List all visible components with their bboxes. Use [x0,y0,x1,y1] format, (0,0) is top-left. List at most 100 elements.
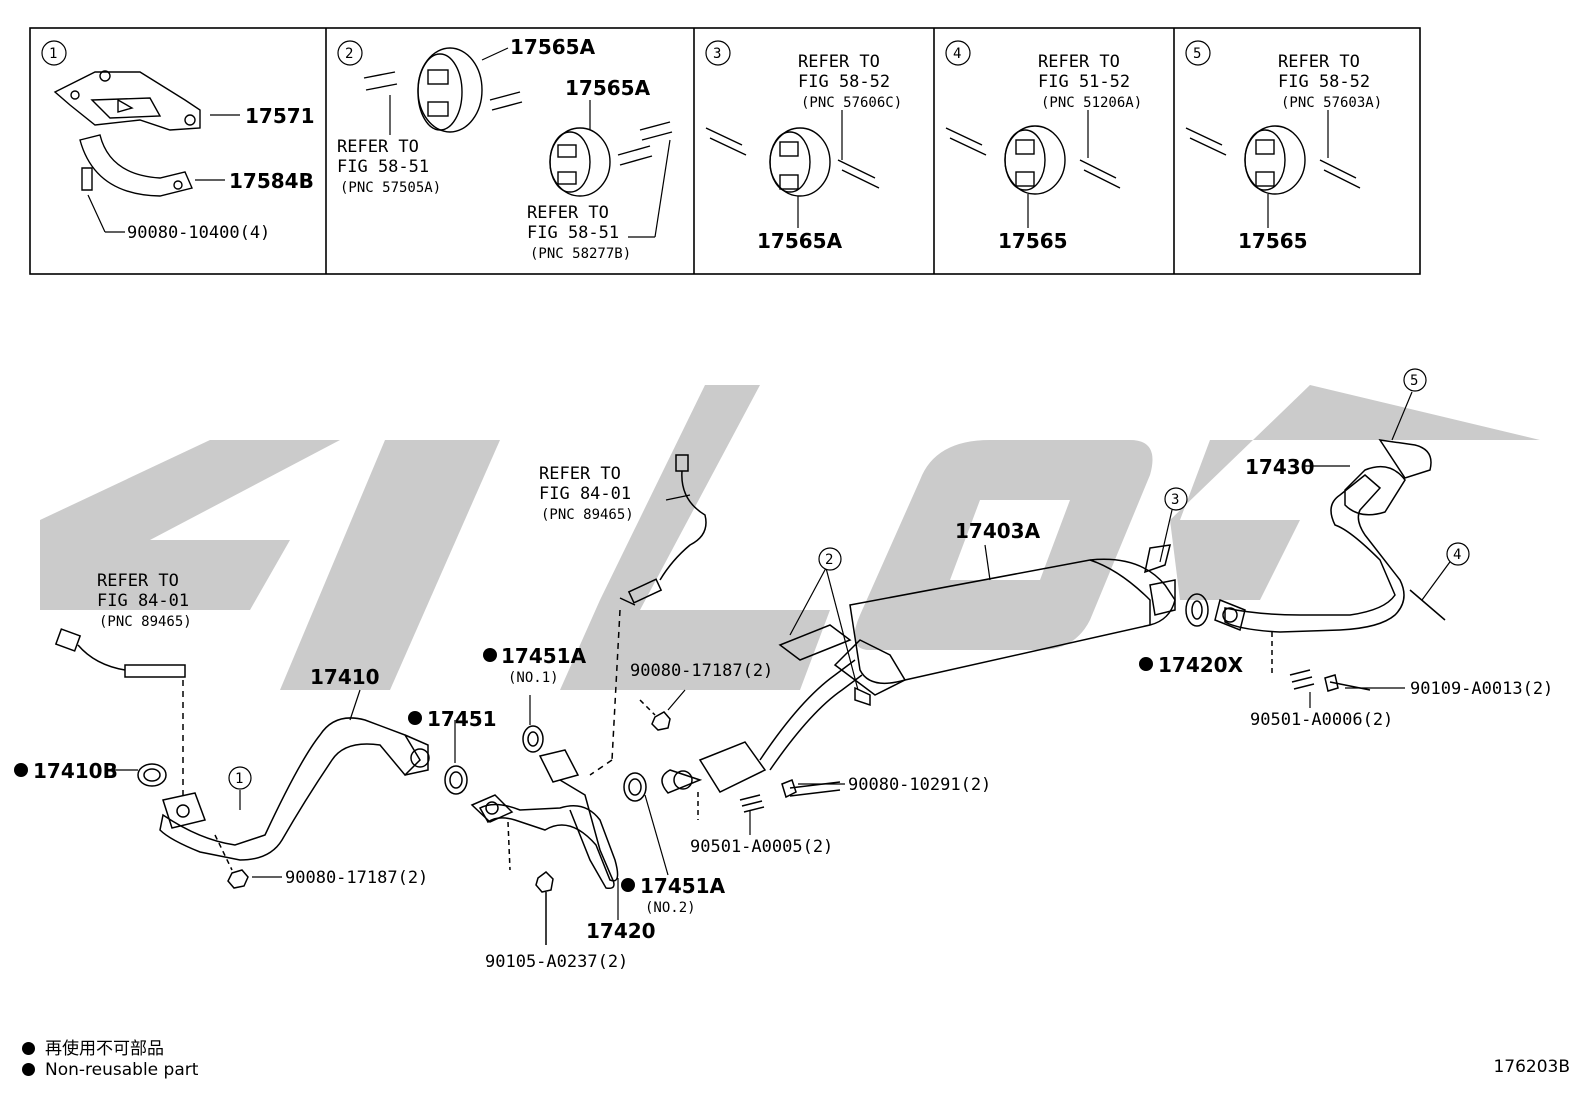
hanger-17565A-right-drawing [549,127,611,197]
part-17565A-top-label: 17565A [510,35,596,59]
tail-pipe-17430 [1224,474,1405,633]
bolt-90105-A0237-label: 90105-A0237(2) [485,952,628,972]
center-pipe-17420 [478,803,619,882]
hanger-panel5-drawing [1185,125,1361,195]
ref-58-51-b-line1: REFER TO [527,203,609,223]
bolt-90080-10400-label: 90080-10400(4) [127,223,270,243]
bolt-90105-A0237 [535,871,554,893]
callout-5: 5 [1410,373,1418,389]
non-reusable-dot [621,878,635,892]
ref-51-52-line1: REFER TO [1038,52,1120,72]
panel-1: 1 17571 17584B 90080-10400(4) [41,40,315,243]
ref-58-52-c-line2: FIG 58-52 [798,72,890,92]
part-17410B-label: 17410B [33,759,118,783]
ref-84-01-mid-line2: FIG 84-01 [539,484,631,504]
non-reusable-dot [14,763,28,777]
part-17451A-no2-sub: (NO.2) [645,900,696,916]
main-labels: REFER TO FIG 84-01 (PNC 89465) REFER TO … [33,455,1553,972]
ref-58-51-b-pnc: (PNC 58277B) [530,246,631,262]
part-17584B-label: 17584B [229,169,314,193]
gasket-17451A-no1 [522,725,544,753]
ref-58-51-a-line2: FIG 58-51 [337,157,429,177]
non-reusable-dot [483,648,497,662]
gasket-17451A-no2 [623,772,647,802]
hanger-17565A-top-drawing [417,47,483,133]
legend-dot-icon [22,1063,35,1076]
part-17403A-label: 17403A [955,519,1041,543]
muffler-17403A [849,558,1176,685]
ref-84-01-left-pnc: (PNC 89465) [99,614,192,630]
hanger-panel3-drawing [705,127,880,197]
nut-90080-17187-a [227,869,249,889]
legend-dot-icon [22,1042,35,1055]
leader-lines [106,391,1456,920]
part-17565-p5-label: 17565 [1238,229,1308,253]
nut-90080-17187-b [651,711,671,731]
panel-3: 3 REFER TO FIG 58-52 (PNC 57606C) 17565A [705,40,902,253]
callouts: 1 2 3 4 5 [228,368,1470,790]
part-17565-p4-label: 17565 [998,229,1068,253]
legend-english: Non-reusable part [22,1060,198,1080]
panel-1-number: 1 [49,46,57,62]
part-17451A-no2-label: 17451A [640,874,726,898]
watermark-logo [40,385,1540,690]
oxygen-sensor-middle-icon [619,454,707,606]
catalytic-converter [698,741,767,793]
hanger-panel4-drawing [945,125,1121,195]
part-17451A-no1-label: 17451A [501,644,587,668]
clamp-17584B-drawing [79,134,193,197]
ref-84-01-left-line2: FIG 84-01 [97,591,189,611]
top-panels-frame [29,27,1421,275]
non-reusable-dot [1139,657,1153,671]
callout-3: 3 [1171,492,1179,508]
part-17420X-label: 17420X [1158,653,1244,677]
gasket-17410B [137,763,167,787]
ref-84-01-left-line1: REFER TO [97,571,179,591]
ref-58-51-a-pnc: (PNC 57505A) [340,180,441,196]
panel-4-number: 4 [953,46,961,62]
oxygen-sensor-left-icon [54,628,186,678]
non-reusable-dot [408,711,422,725]
callout-4: 4 [1453,547,1461,563]
ref-58-52-c-pnc: (PNC 57606C) [801,95,902,111]
gasket-17420X [1185,593,1209,627]
part-17451-label: 17451 [427,707,497,731]
spring-90501-A0006-label: 90501-A0006(2) [1250,710,1393,730]
ref-58-52-a-line2: FIG 58-52 [1278,72,1370,92]
ref-84-01-mid-line1: REFER TO [539,464,621,484]
part-17430-label: 17430 [1245,455,1315,479]
panel-2-number: 2 [345,46,353,62]
callout-2: 2 [825,552,833,568]
spring-90501-A0005 [739,794,765,813]
panel-2: 2 17565A REFER TO FIG 58-51 (PNC 57505A)… [337,35,673,262]
ref-58-52-a-line1: REFER TO [1278,52,1360,72]
part-17565A-p3-label: 17565A [757,229,843,253]
nut-90080-17187-a-label: 90080-17187(2) [285,868,428,888]
panel-4: 4 REFER TO FIG 51-52 (PNC 51206A) 17565 [945,40,1142,253]
ref-58-52-a-pnc: (PNC 57603A) [1281,95,1382,111]
gasket-17451 [444,765,468,795]
figure-number: 176203B [1493,1057,1570,1077]
part-17571-label: 17571 [245,104,315,128]
ref-51-52-pnc: (PNC 51206A) [1041,95,1142,111]
ref-84-01-mid-pnc: (PNC 89465) [541,507,634,523]
part-17410-label: 17410 [310,665,380,689]
bolt-90109-A0013-label: 90109-A0013(2) [1410,679,1553,699]
legend-japanese-text: 再使用不可部品 [45,1039,164,1059]
spring-90501-A0005-label: 90501-A0005(2) [690,837,833,857]
front-pipe-17410 [159,717,421,861]
callout-1: 1 [235,771,243,787]
ref-58-51-a-line1: REFER TO [337,137,419,157]
part-17451A-no1-sub: (NO.1) [508,670,559,686]
bracket-17571-drawing [53,70,201,131]
exhaust-system-drawing [54,439,1446,945]
legend-english-text: Non-reusable part [45,1060,199,1080]
rod-dashes [363,71,673,166]
ref-58-51-b-line2: FIG 58-51 [527,223,619,243]
ref-58-52-c-line1: REFER TO [798,52,880,72]
ref-51-52-line2: FIG 51-52 [1038,72,1130,92]
legend-japanese: 再使用不可部品 [22,1034,164,1059]
spring-90501-A0006 [1289,669,1315,690]
bolt-90080-10291-label: 90080-10291(2) [848,775,991,795]
